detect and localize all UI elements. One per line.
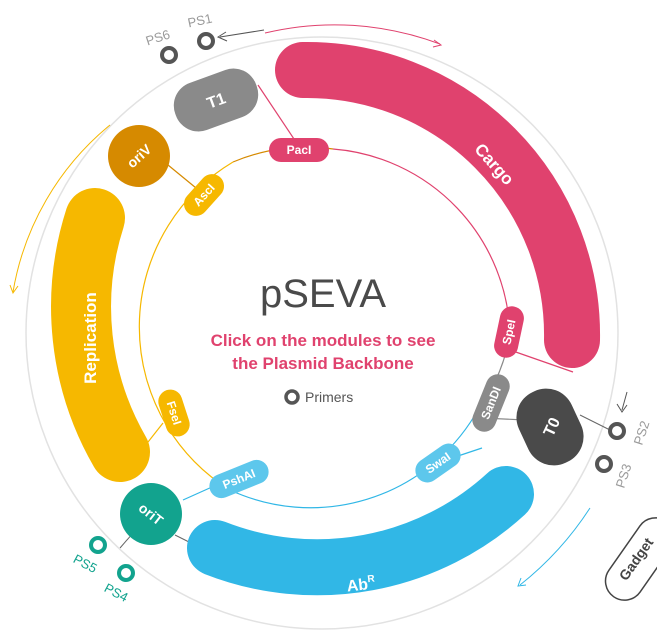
instruction-line-1: Click on the modules to see: [211, 331, 436, 350]
spel-connector: [509, 349, 574, 373]
pacl-label: PacI: [287, 143, 312, 157]
abr-direction-arrow: [519, 507, 591, 586]
cargo-arrowhead-icon: [432, 39, 443, 48]
page-title: pSEVA: [260, 272, 386, 316]
sandl-site[interactable]: SanDI: [469, 371, 514, 436]
primer-ps5[interactable]: PS5: [71, 536, 107, 576]
ps4-label: PS4: [102, 580, 131, 605]
primer-ps1[interactable]: PS1: [186, 11, 215, 50]
ascl-site[interactable]: AscI: [179, 169, 229, 221]
t1-module[interactable]: T1: [167, 62, 265, 138]
ps1-arrowhead-icon: [216, 31, 228, 42]
primer-legend-icon: [284, 389, 300, 405]
ps3-label: PS3: [613, 462, 635, 490]
replication-module[interactable]: Replication: [51, 188, 150, 482]
legend-label: Primers: [305, 389, 353, 405]
spel-label: SpeI: [500, 318, 519, 346]
primer-ps2[interactable]: PS2: [608, 419, 653, 447]
abr-module[interactable]: AbR: [187, 466, 534, 595]
ps6-label: PS6: [144, 27, 172, 49]
inner-ring-replication: [138, 161, 234, 491]
pshal-site[interactable]: PshAI: [206, 456, 272, 501]
t0-label: T0: [541, 415, 564, 439]
t0-primer-connector: [579, 414, 611, 431]
inner-ring-cargo: [332, 148, 511, 336]
abr-label: AbR: [346, 573, 377, 595]
ps1-label: PS1: [186, 11, 213, 31]
pacl-site[interactable]: PacI: [269, 138, 329, 162]
ps2-arrowhead-icon: [616, 403, 628, 413]
outer-ring: [25, 36, 619, 630]
abr-arrowhead-icon: [517, 577, 527, 587]
primers-legend: Primers: [284, 389, 353, 405]
primer-ps4[interactable]: PS4: [102, 564, 135, 605]
oriv-module[interactable]: oriV: [108, 125, 170, 187]
spel-site[interactable]: SpeI: [492, 304, 526, 360]
replication-arrowhead-icon: [9, 284, 19, 295]
ps1-arrow: [219, 29, 265, 38]
replication-label: Replication: [81, 292, 100, 384]
orit-module[interactable]: oriT: [120, 483, 182, 545]
swal-site[interactable]: SwaI: [411, 439, 466, 487]
gadget-button[interactable]: Gadget: [598, 510, 657, 607]
t1-label: T1: [205, 90, 228, 112]
instruction-line-2: the Plasmid Backbone: [232, 354, 413, 373]
t0-module[interactable]: T0: [507, 379, 593, 474]
ps5-label: PS5: [71, 551, 100, 576]
replication-direction-arrow: [12, 124, 111, 293]
primer-ps6[interactable]: PS6: [144, 27, 178, 64]
cargo-direction-arrow: [264, 24, 441, 45]
ps2-label: PS2: [631, 419, 653, 447]
primer-ps3[interactable]: PS3: [595, 455, 635, 490]
pacl-connector: [257, 84, 301, 149]
ps2-arrow: [621, 391, 628, 411]
fsel-site[interactable]: FseI: [155, 386, 193, 439]
